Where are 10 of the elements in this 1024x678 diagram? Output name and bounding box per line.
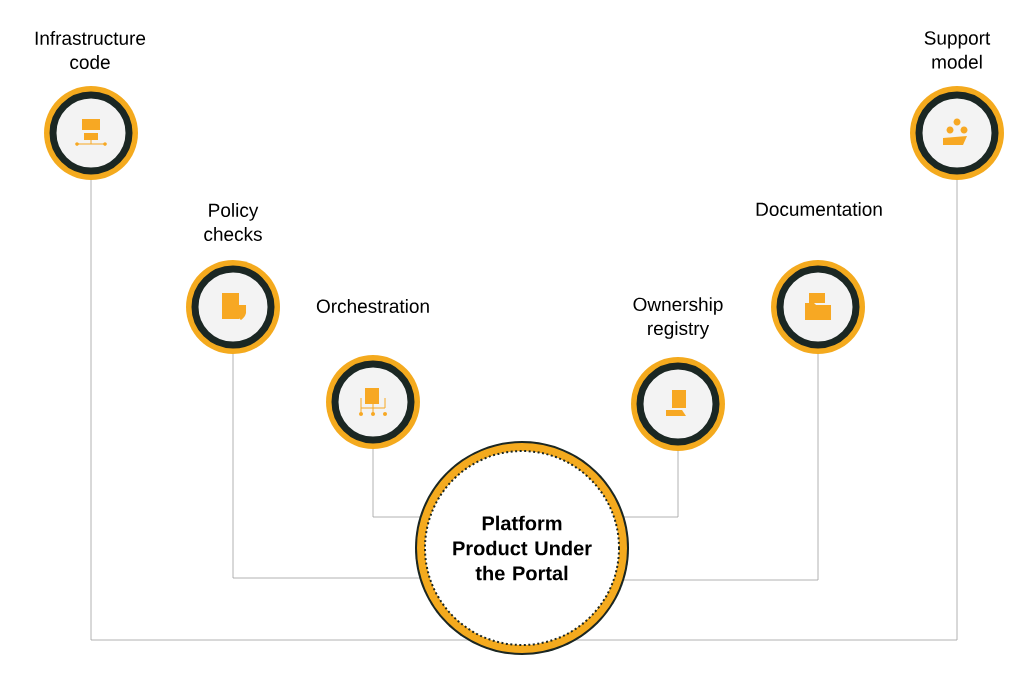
node-heading: Support model	[924, 31, 991, 69]
node-heading: Ownership registry	[633, 297, 723, 339]
node-heading: Infrastructure code	[35, 31, 146, 69]
node-heading: Orchestration	[316, 299, 429, 313]
connector-line	[232, 353, 422, 579]
node-heading: Documentation	[756, 202, 882, 216]
connector-line	[621, 353, 819, 581]
node-heading: Policy checks	[204, 203, 262, 241]
connector-line	[621, 450, 679, 518]
connector-line	[372, 448, 423, 518]
